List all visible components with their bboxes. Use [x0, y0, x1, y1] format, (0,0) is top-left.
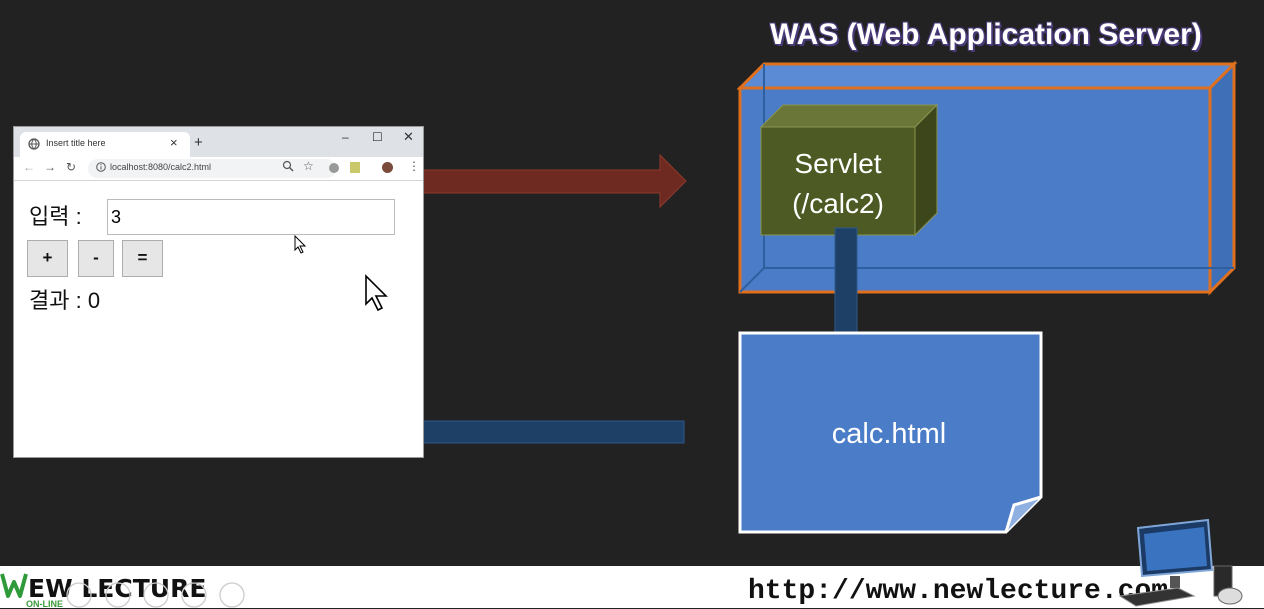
- brand-logo-icon: [0, 573, 28, 598]
- minimize-icon[interactable]: –: [342, 130, 349, 144]
- footer-url: http://www.newlecture.com: [748, 576, 1169, 607]
- tab-title: Insert title here: [46, 138, 106, 148]
- extension-icon[interactable]: [329, 163, 339, 173]
- computer-illustration-icon: [1118, 518, 1243, 607]
- back-arrow-icon[interactable]: ←: [23, 160, 35, 174]
- player-controls-icon: [66, 582, 245, 608]
- equals-button[interactable]: =: [122, 240, 163, 277]
- forward-arrow-icon[interactable]: →: [44, 160, 56, 174]
- extension-icon-2[interactable]: [350, 162, 360, 173]
- html-doc-label: calc.html: [831, 418, 947, 450]
- diagram-canvas: [321, 60, 1238, 534]
- zoom-icon[interactable]: [282, 160, 294, 172]
- globe-icon: [28, 138, 40, 150]
- browser-tab[interactable]: Insert title here ×: [20, 132, 190, 157]
- input-label: 입력 :: [29, 204, 82, 229]
- address-bar-row: ← → ↻ localhost:8080/calc2.html ☆ ⋮: [14, 157, 423, 181]
- mouse-cursor-icon: [294, 235, 307, 254]
- url-text: localhost:8080/calc2.html: [110, 162, 212, 172]
- servlet-label: Servlet (/calc2): [762, 144, 914, 224]
- info-icon[interactable]: [96, 162, 106, 172]
- result-label: 결과 : 0: [29, 288, 101, 313]
- kebab-menu-icon[interactable]: ⋮: [408, 159, 420, 173]
- servlet-mapping: (/calc2): [792, 188, 884, 219]
- footer-bar: EW LECTURE ON-LINE http://www.newlecture…: [0, 518, 1264, 609]
- brand-subtitle: ON-LINE: [26, 599, 63, 609]
- browser-window: Insert title here × + – ☐ ✕ ← → ↻ localh…: [13, 126, 424, 458]
- url-field[interactable]: localhost:8080/calc2.html: [88, 159, 336, 178]
- servlet-box: [759, 103, 939, 237]
- servlet-name: Servlet: [794, 148, 882, 179]
- reload-icon[interactable]: ↻: [66, 160, 77, 174]
- close-tab-icon[interactable]: ×: [170, 135, 178, 150]
- plus-button[interactable]: +: [27, 240, 68, 277]
- minus-button[interactable]: -: [78, 240, 114, 277]
- mouse-cursor-large-icon: [365, 274, 388, 312]
- browser-tab-bar: Insert title here × + – ☐ ✕: [14, 127, 423, 157]
- window-close-icon[interactable]: ✕: [403, 129, 414, 144]
- html-document: [738, 331, 1043, 534]
- profile-avatar-icon[interactable]: [382, 162, 393, 173]
- bookmark-star-icon[interactable]: ☆: [303, 159, 314, 173]
- number-input[interactable]: [107, 199, 395, 235]
- was-title: WAS (Web Application Server): [770, 18, 1202, 51]
- new-tab-button[interactable]: +: [194, 134, 203, 151]
- maximize-icon[interactable]: ☐: [372, 130, 383, 144]
- brand-name: EW LECTURE: [28, 574, 207, 603]
